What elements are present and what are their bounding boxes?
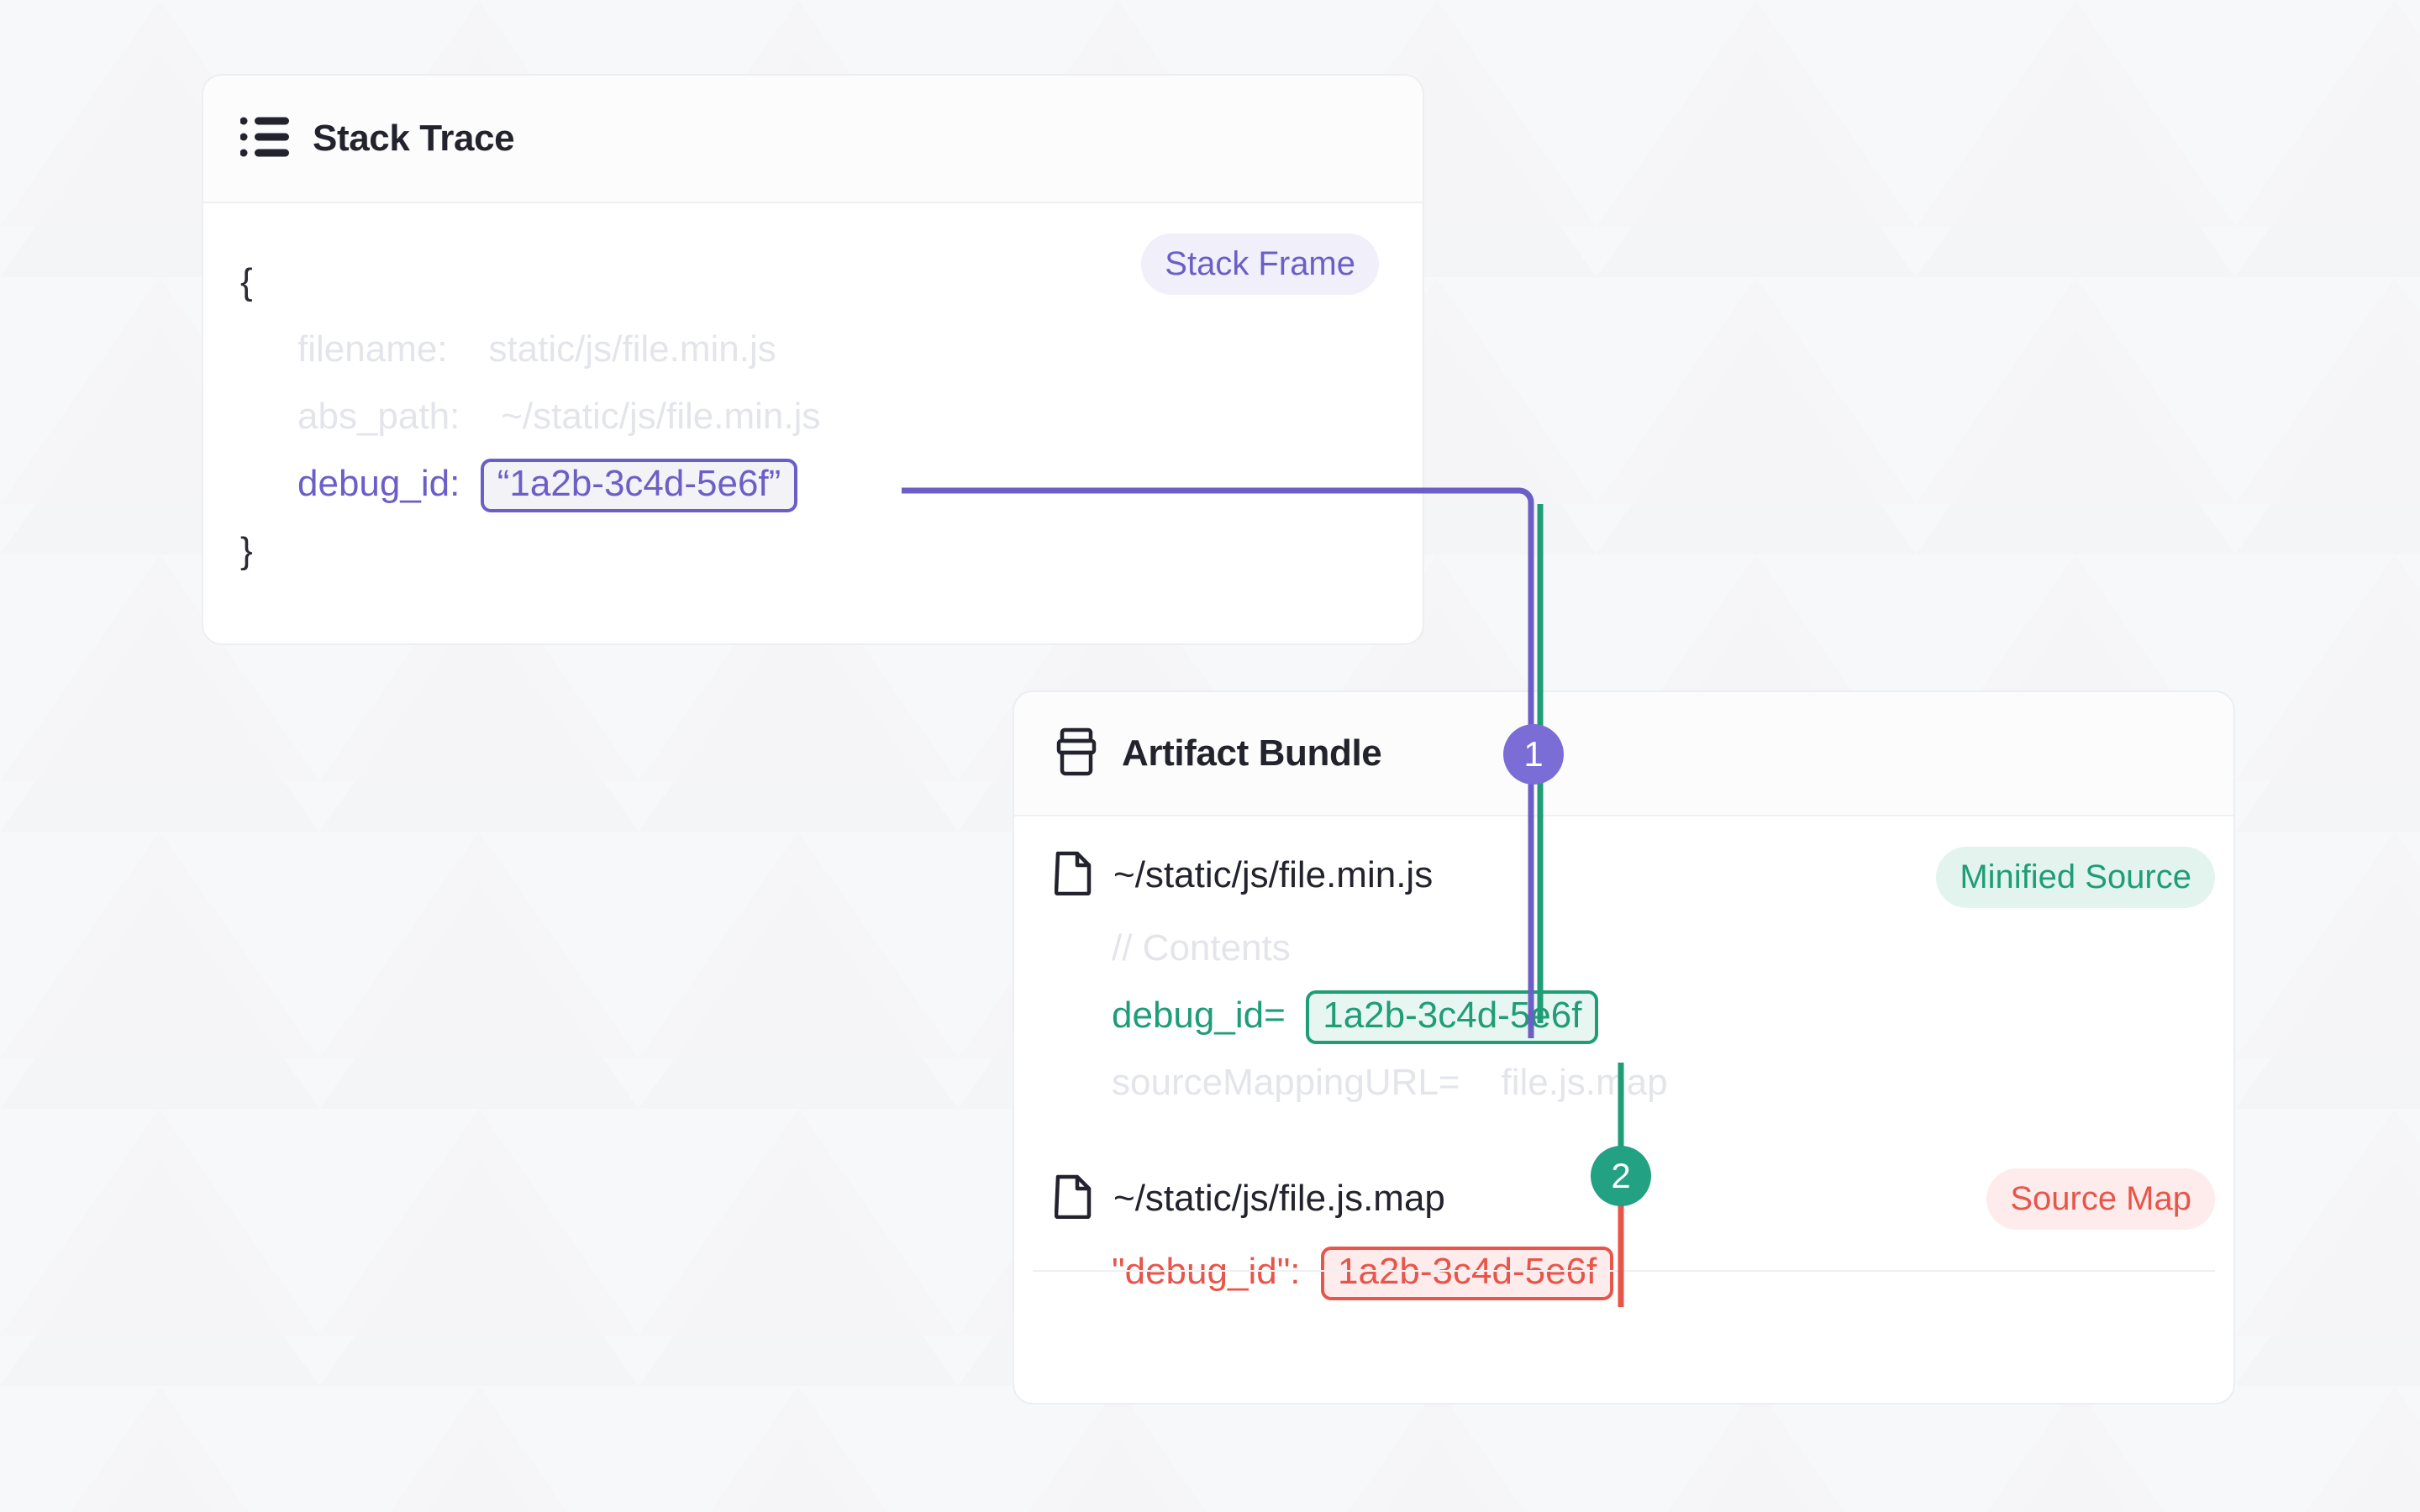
step-badge-1: 1	[1503, 724, 1564, 785]
minified-debug-id-line: debug_id= 1a2b-3c4d-5e6f	[1055, 982, 2193, 1049]
filename-value: static/js/file.min.js	[488, 328, 776, 370]
minified-source-badge: Minified Source	[1936, 847, 2215, 908]
minified-source-section: Minified Source ~/static/js/file.min.js …	[1014, 816, 2233, 1135]
artifact-bundle-card: Artifact Bundle Minified Source ~/static…	[1013, 690, 2235, 1404]
step-badge-2: 2	[1591, 1146, 1651, 1206]
stack-trace-body: Stack Frame { filename: static/js/file.m…	[203, 203, 1423, 585]
artifact-bundle-header: Artifact Bundle	[1014, 692, 2233, 816]
minified-source-file-name: ~/static/js/file.min.js	[1113, 853, 1434, 895]
source-mapping-url-key: sourceMappingURL=	[1112, 1062, 1460, 1103]
stack-trace-header: Stack Trace	[203, 76, 1423, 203]
bundle-divider	[1033, 1270, 2215, 1272]
stack-frame-badge: Stack Frame	[1141, 234, 1379, 295]
minified-debug-id-key: debug_id=	[1112, 995, 1286, 1036]
source-mapping-url-line: sourceMappingURL= file.js.map	[1055, 1049, 2193, 1116]
file-icon	[1054, 850, 1092, 900]
stack-trace-card: Stack Trace Stack Frame { filename: stat…	[202, 74, 1424, 645]
stack-debug-id-value[interactable]: “1a2b-3c4d-5e6f”	[480, 459, 798, 513]
abs-path-line: abs_path: ~/static/js/file.min.js	[240, 383, 1386, 450]
source-map-debug-id-value[interactable]: 1a2b-3c4d-5e6f	[1321, 1247, 1614, 1301]
contents-comment: // Contents	[1055, 915, 2193, 982]
stack-trace-title: Stack Trace	[313, 118, 515, 159]
close-brace: }	[240, 530, 253, 571]
artifact-bundle-body: Minified Source ~/static/js/file.min.js …	[1014, 816, 2233, 1324]
archive-box-icon	[1055, 727, 1098, 780]
list-icon	[239, 116, 289, 162]
contents-comment-text: // Contents	[1112, 927, 1291, 969]
filename-line: filename: static/js/file.min.js	[240, 316, 1386, 383]
stack-debug-id-line: debug_id: “1a2b-3c4d-5e6f”	[240, 450, 1386, 517]
file-icon	[1054, 1173, 1092, 1223]
filename-key: filename:	[297, 328, 448, 370]
source-mapping-url-value: file.js.map	[1501, 1062, 1668, 1103]
stack-debug-id-key: debug_id:	[297, 463, 460, 504]
source-map-badge: Source Map	[1986, 1168, 2215, 1230]
abs-path-value: ~/static/js/file.min.js	[501, 396, 821, 437]
minified-debug-id-value[interactable]: 1a2b-3c4d-5e6f	[1306, 990, 1599, 1045]
source-map-debug-id-line: "debug_id": 1a2b-3c4d-5e6f	[1055, 1238, 2193, 1305]
artifact-bundle-title: Artifact Bundle	[1122, 732, 1382, 774]
source-map-file-name: ~/static/js/file.js.map	[1113, 1177, 1445, 1219]
abs-path-key: abs_path:	[297, 396, 460, 437]
